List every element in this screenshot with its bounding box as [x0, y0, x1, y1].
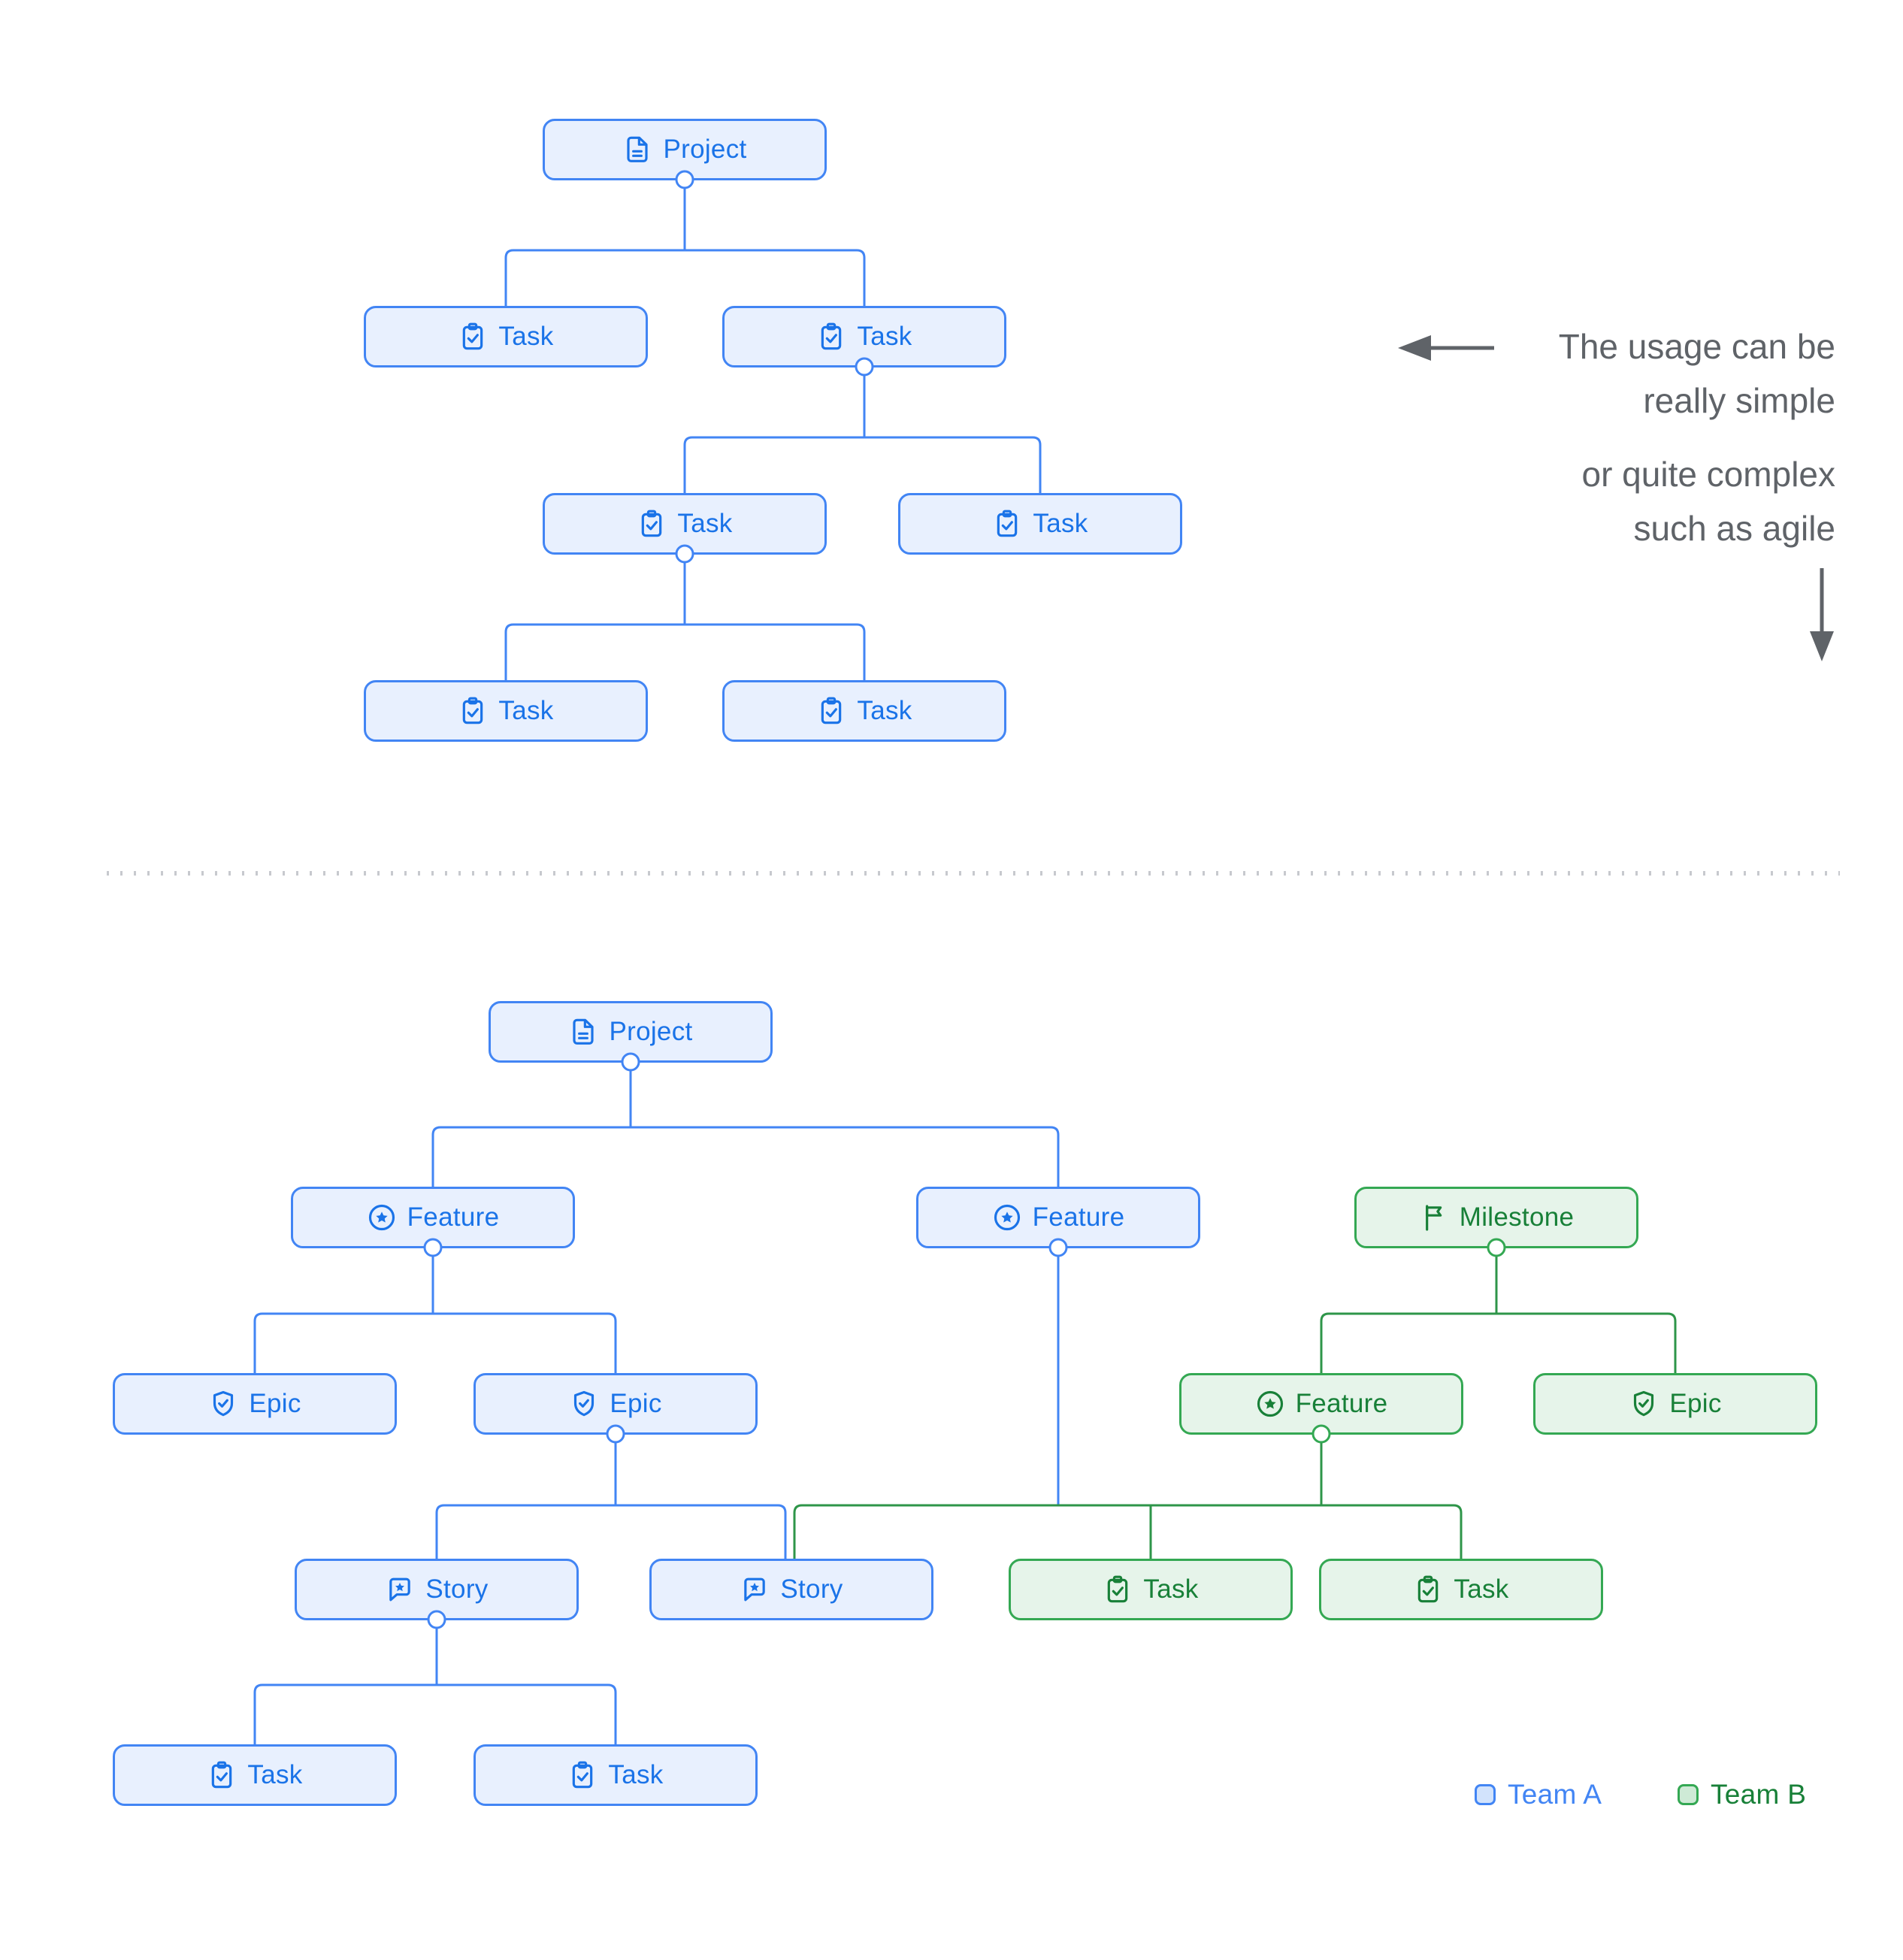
- node-task: Task: [364, 306, 648, 368]
- task-icon: [567, 1760, 598, 1790]
- node-epic: Epic: [1533, 1373, 1817, 1435]
- task-icon: [458, 322, 488, 352]
- epic-icon: [1629, 1389, 1659, 1419]
- task-icon: [1103, 1574, 1133, 1605]
- node-label: Task: [608, 1760, 664, 1789]
- node-task: Task: [722, 680, 1006, 742]
- node-task: Task: [898, 493, 1182, 555]
- node-label: Epic: [610, 1389, 662, 1418]
- team-a-swatch: [1475, 1784, 1496, 1805]
- annotation-block-complex: or quite complex such as agile: [1559, 447, 1836, 555]
- epic-icon: [208, 1389, 238, 1419]
- task-icon: [207, 1760, 237, 1790]
- legend: Team A Team B: [0, 1779, 1903, 1811]
- annotation-block-simple: The usage can be really simple: [1559, 319, 1835, 428]
- node-task: Task: [722, 306, 1006, 368]
- feature-icon: [367, 1202, 397, 1233]
- node-task: Task: [113, 1744, 397, 1806]
- node-milestone: Milestone: [1354, 1187, 1638, 1248]
- task-icon: [816, 696, 846, 726]
- node-feature: Feature: [291, 1187, 575, 1248]
- node-project: Project: [489, 1001, 773, 1063]
- node-task: Task: [364, 680, 648, 742]
- milestone-icon: [1419, 1202, 1449, 1233]
- node-epic: Epic: [113, 1373, 397, 1435]
- annotation-line: The usage can be: [1558, 327, 1835, 366]
- node-label: Task: [247, 1760, 303, 1789]
- node-label: Story: [780, 1574, 843, 1604]
- task-icon: [992, 509, 1022, 539]
- node-label: Story: [425, 1574, 489, 1604]
- node-task: Task: [473, 1744, 758, 1806]
- annotation-line: such as agile: [1633, 509, 1836, 548]
- feature-icon: [1255, 1389, 1285, 1419]
- annotation-text: The usage can be really simple or quite …: [1559, 319, 1835, 555]
- story-icon: [740, 1574, 770, 1605]
- node-label: Task: [498, 696, 554, 725]
- node-label: Project: [663, 135, 747, 164]
- annotation-line: or quite complex: [1581, 455, 1836, 494]
- node-task: Task: [543, 493, 827, 555]
- team-b-label: Team B: [1711, 1779, 1807, 1810]
- legend-item-team-a: Team A: [1475, 1779, 1602, 1810]
- node-label: Epic: [1669, 1389, 1722, 1418]
- node-story: Story: [295, 1559, 579, 1620]
- node-label: Feature: [1295, 1389, 1388, 1418]
- node-project: Project: [543, 119, 827, 180]
- legend-item-team-b: Team B: [1678, 1779, 1807, 1810]
- node-label: Task: [857, 696, 912, 725]
- node-label: Epic: [249, 1389, 301, 1418]
- node-label: Task: [1143, 1574, 1199, 1604]
- node-feature: Feature: [1179, 1373, 1463, 1435]
- node-task: Task: [1319, 1559, 1603, 1620]
- project-icon: [568, 1017, 598, 1047]
- node-story: Story: [649, 1559, 933, 1620]
- task-icon: [816, 322, 846, 352]
- node-label: Feature: [407, 1202, 500, 1232]
- node-label: Feature: [1032, 1202, 1125, 1232]
- node-label: Milestone: [1459, 1202, 1575, 1232]
- feature-icon: [992, 1202, 1022, 1233]
- node-label: Task: [857, 322, 912, 351]
- team-a-label: Team A: [1508, 1779, 1602, 1810]
- project-icon: [622, 135, 652, 165]
- annotation-line: really simple: [1643, 381, 1835, 420]
- node-label: Project: [609, 1017, 693, 1046]
- task-icon: [1413, 1574, 1443, 1605]
- epic-icon: [569, 1389, 599, 1419]
- node-task: Task: [1009, 1559, 1293, 1620]
- node-label: Task: [1454, 1574, 1509, 1604]
- node-epic: Epic: [473, 1373, 758, 1435]
- team-b-swatch: [1678, 1784, 1699, 1805]
- task-icon: [637, 509, 667, 539]
- node-label: Task: [498, 322, 554, 351]
- task-icon: [458, 696, 488, 726]
- node-label: Task: [1033, 509, 1088, 538]
- node-feature: Feature: [916, 1187, 1200, 1248]
- story-icon: [385, 1574, 415, 1605]
- node-label: Task: [677, 509, 733, 538]
